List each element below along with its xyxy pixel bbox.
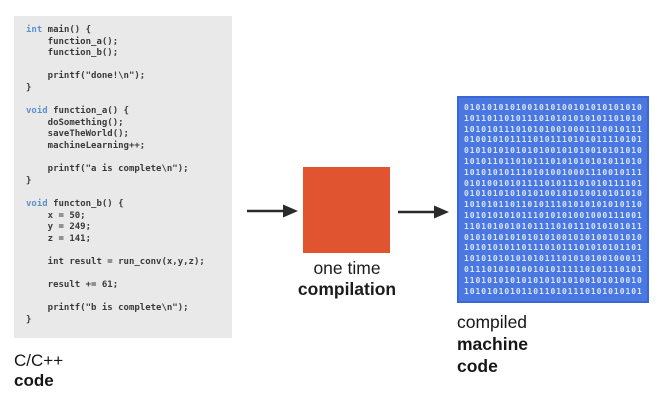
code-line: } [26, 82, 32, 93]
code-keyword: void [26, 106, 48, 117]
code-line: machineLearning++; [26, 140, 146, 151]
binary-row: 1010101011101010010001110010111 [464, 167, 643, 177]
binary-row: 0101010101010100101010010101010 [464, 189, 643, 199]
code-line: y = 249; [26, 222, 92, 233]
code-line: } [26, 175, 32, 186]
compilation-box [303, 167, 390, 253]
binary-row: 1010101011011101011101010101101 [464, 243, 643, 253]
code-line: saveTheWorld(); [26, 129, 129, 140]
source-code: int main() { function_a(); function_b();… [26, 25, 226, 326]
code-line: } [26, 314, 32, 325]
code-line: doSomething(); [26, 117, 124, 128]
arrow-right-icon [247, 204, 298, 218]
binary-row: 0101010101001010100101010101010 [464, 103, 643, 112]
machine-label-line3: code [457, 356, 498, 376]
code-keyword: int [26, 25, 43, 35]
arrow-right-icon [398, 205, 449, 219]
binary-row: 1010101010101011101010100100011 [464, 254, 643, 264]
code-line: void functon_b() { [26, 198, 124, 209]
code-line: function_a(); [26, 36, 119, 47]
machine-label-line2: machine [457, 334, 528, 354]
source-code-label: C/C++ code [14, 351, 63, 391]
binary-row: 1011011010111010101010101101010 [464, 113, 643, 123]
code-line [26, 245, 226, 257]
code-line: int result = run_conv(x,y,z); [26, 256, 205, 267]
code-line: function_b(); [26, 48, 119, 59]
code-line: x = 50; [26, 210, 86, 221]
binary-row: 0111010101001010111110101110101 [464, 264, 643, 274]
code-line: printf("a is complete\n"); [26, 164, 189, 175]
code-line: printf("done!\n"); [26, 71, 146, 82]
binary-row: 0101001010111101011101010111101 [464, 178, 643, 188]
machine-label-line1: compiled [457, 312, 528, 332]
code-line: int main() { [26, 25, 92, 35]
binary-row: 1010101010110110101110101010101 [464, 286, 643, 296]
binary-row: 1010110110101110101010101011010 [464, 156, 643, 166]
machine-code-label: compiled machine code [457, 311, 528, 377]
binary-row: 1101010010101111010111010101011 [464, 221, 643, 231]
binary-row: 1101010101010101010100101010010 [464, 275, 643, 285]
code-line [26, 95, 226, 107]
binary-row: 1010101101101011101010101010110 [464, 200, 643, 210]
binary-row: 0100101011110101110101011110101 [464, 135, 643, 145]
binary-row: 1010101110101010010001110010111 [464, 124, 643, 134]
source-label-line2: code [14, 371, 54, 390]
code-line: printf("b is complete\n"); [26, 303, 189, 314]
source-code-panel: int main() { function_a(); function_b();… [14, 16, 232, 338]
compilation-label: one time compilation [266, 258, 428, 300]
binary-row: 0101010101010101001010100101010 [464, 232, 643, 242]
code-line [26, 292, 226, 304]
code-line: void function_a() { [26, 106, 129, 117]
code-line [26, 187, 226, 199]
code-line: result += 61; [26, 280, 119, 291]
code-line [26, 268, 226, 280]
source-label-line1: C/C++ [14, 351, 64, 370]
code-line: z = 141; [26, 233, 92, 244]
binary-row: 0101010101010100101010010101010 [464, 146, 643, 156]
binary-row: 1010101010111010101001000111001 [464, 210, 643, 220]
compilation-label-line2: compilation [297, 279, 397, 299]
code-line [26, 153, 226, 165]
compilation-label-line1: one time [313, 258, 381, 278]
code-line [26, 60, 226, 72]
code-keyword: void [26, 198, 48, 209]
